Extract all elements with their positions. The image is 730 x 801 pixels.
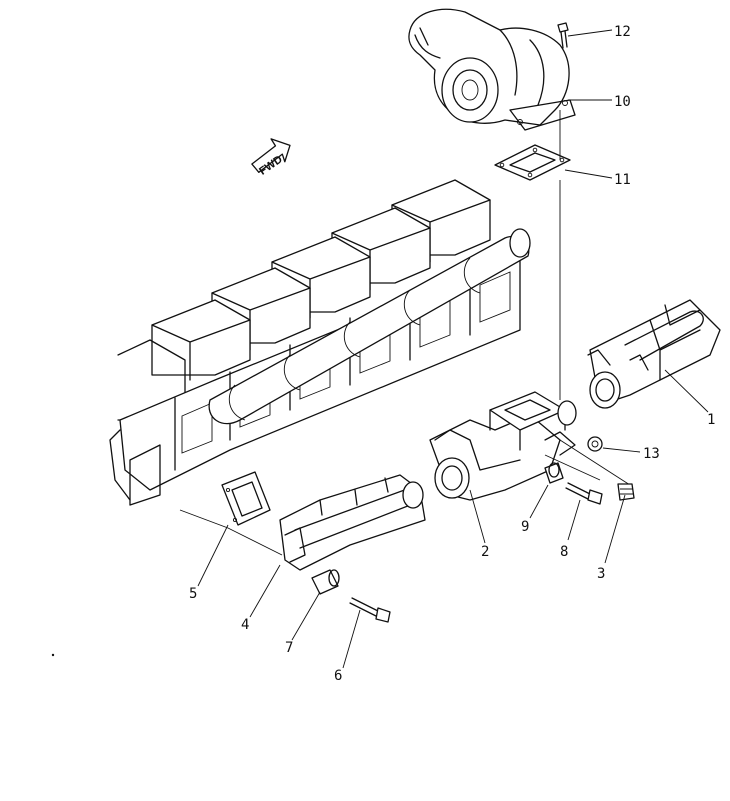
spacer-9 — [544, 462, 564, 484]
callout-labels: 1 2 3 4 5 6 7 8 9 10 11 12 13 — [189, 24, 715, 684]
callout-11: 11 — [614, 172, 631, 188]
callout-1: 1 — [707, 412, 715, 428]
callout-4: 4 — [241, 617, 249, 633]
turbo-gasket — [494, 144, 571, 181]
engine-cylinder-block — [109, 179, 531, 506]
callout-9: 9 — [521, 519, 529, 535]
plug-3 — [617, 483, 635, 501]
callout-8: 8 — [560, 544, 568, 560]
assembly-line-manifold — [544, 439, 631, 486]
cylinder-head-row — [117, 179, 491, 421]
scan-speck — [51, 653, 55, 657]
callout-3: 3 — [597, 566, 605, 582]
callout-leaders — [197, 29, 709, 669]
turbocharger — [408, 8, 576, 131]
spacer-7 — [311, 569, 340, 595]
forward-direction-marker: FWD — [251, 138, 291, 178]
callout-2: 2 — [481, 544, 489, 560]
nut-13 — [587, 436, 603, 452]
callout-5: 5 — [189, 586, 197, 602]
bolt-12 — [557, 22, 569, 49]
exhaust-manifold-rear — [587, 299, 721, 409]
exhaust-manifold-center — [429, 391, 577, 501]
exhaust-manifold-front — [279, 474, 426, 571]
engine-exhaust-runner — [208, 228, 531, 425]
callout-13: 13 — [643, 446, 660, 462]
manifold-gasket — [221, 471, 271, 526]
callout-10: 10 — [614, 94, 631, 110]
callout-7: 7 — [285, 640, 293, 656]
bolt-8 — [565, 482, 603, 505]
callout-12: 12 — [614, 24, 631, 40]
bolt-6 — [349, 597, 391, 623]
assembly-line-block — [179, 509, 283, 556]
callout-6: 6 — [334, 668, 342, 684]
